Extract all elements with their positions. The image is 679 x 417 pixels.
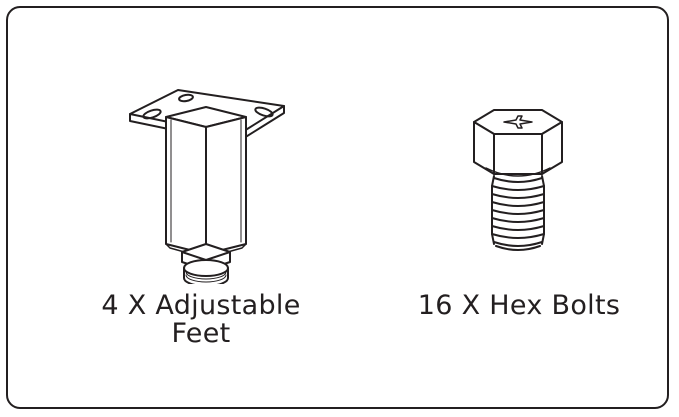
hex-bolts-caption: 16 X Hex Bolts [406,292,632,320]
adjustable-foot-icon [118,84,298,284]
parts-panel: 4 X Adjustable Feet 16 X Hex Bolts [6,6,669,409]
caption-line: 4 X Adjustable [101,290,301,321]
adjustable-feet-caption: 4 X Adjustable Feet [86,292,316,348]
hex-bolt-icon [464,104,574,264]
caption-line: Feet [171,318,231,349]
caption-line: 16 X Hex Bolts [417,290,621,321]
